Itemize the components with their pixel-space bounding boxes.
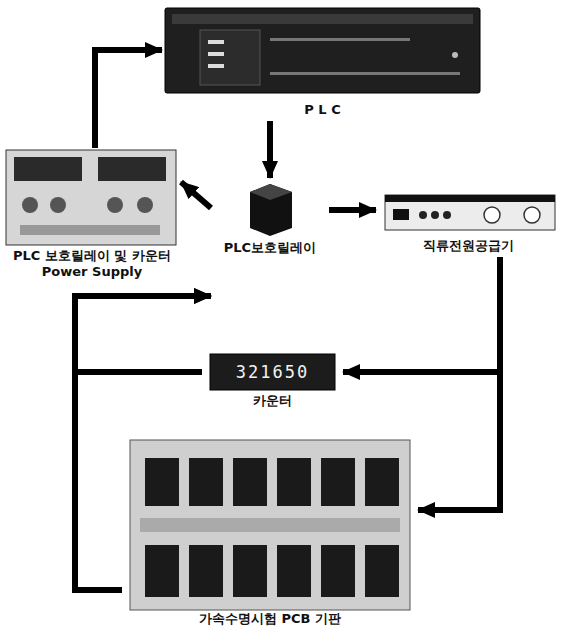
dc-supply-housing	[385, 195, 555, 230]
plc-top-strip	[172, 14, 473, 24]
signal-arrow	[418, 257, 500, 510]
pcb-relays-bottom	[145, 545, 399, 597]
pcb-relay	[189, 545, 223, 597]
plc-panel	[200, 30, 260, 85]
device-label: P L C	[162, 102, 483, 118]
plc-terminal-row	[270, 72, 460, 75]
signal-arrow	[95, 50, 162, 148]
dc-supply-dial	[524, 207, 540, 223]
pcb-relay	[145, 458, 179, 506]
pcb-substrate	[130, 440, 410, 610]
plc-indicator	[208, 64, 224, 68]
signal-arrow	[267, 121, 273, 178]
pcb-relays-top	[145, 458, 399, 506]
power-supply-knob	[137, 197, 153, 213]
counter-housing	[210, 354, 335, 390]
dc-supply-unit: 직류전원공급기	[376, 190, 560, 257]
dc-supply-dial	[484, 207, 500, 223]
plc-led	[452, 52, 458, 58]
plc-indicator	[208, 40, 224, 44]
device-label: PLC보호릴레이	[211, 240, 329, 256]
power-supply-knob	[22, 197, 38, 213]
signal-arrow	[181, 182, 211, 208]
dc-supply-knob	[431, 211, 439, 219]
plc-housing	[165, 8, 480, 93]
relay-top	[250, 184, 292, 200]
pcb-relay	[145, 545, 179, 597]
device-label: PLC 보호릴레이 및 카운터 Power Supply	[3, 248, 181, 280]
pcb-relay	[321, 458, 355, 506]
pcb-board	[130, 440, 410, 610]
power-supply-knob	[50, 197, 66, 213]
signal-arrow	[75, 296, 211, 372]
signal-arrow	[343, 257, 500, 372]
power-supply-housing	[6, 150, 176, 245]
signal-arrow	[75, 296, 211, 590]
pcb-relay	[233, 545, 267, 597]
pcb-relay	[233, 458, 267, 506]
dc-supply-device	[385, 195, 555, 230]
pcb-relay	[277, 545, 311, 597]
pcb-relay	[189, 458, 223, 506]
power-supply-display	[14, 157, 82, 181]
dc-supply-knob	[443, 211, 451, 219]
pcb-relay	[365, 458, 399, 506]
counter-digits: 321650	[216, 360, 329, 384]
relay-body	[250, 184, 292, 236]
device-label: 가속수명시험 PCB 기판	[122, 611, 418, 627]
relay-device	[250, 184, 292, 236]
pcb-trace-band	[140, 518, 400, 532]
pcb-unit: 가속수명시험 PCB 기판	[122, 435, 418, 630]
power-supply-device	[6, 150, 176, 245]
device-label: 카운터	[202, 393, 343, 409]
relay-unit: PLC보호릴레이	[211, 178, 329, 303]
power-supply-terminals	[20, 225, 160, 235]
pcb-relay	[277, 458, 311, 506]
pcb-relay	[321, 545, 355, 597]
plc-terminal-row	[270, 38, 410, 41]
pcb-relay	[365, 545, 399, 597]
device-label: 직류전원공급기	[376, 238, 560, 254]
plc-indicator	[208, 52, 224, 56]
power-supply-unit: PLC 보호릴레이 및 카운터 Power Supply	[3, 148, 181, 283]
dc-supply-top	[385, 195, 555, 202]
power-supply-knob	[107, 197, 123, 213]
plc-device	[165, 8, 480, 93]
signal-arrow	[329, 207, 376, 213]
dc-supply-knob	[419, 211, 427, 219]
plc-unit: P L C	[162, 5, 483, 121]
counter-device	[210, 354, 335, 390]
power-supply-display	[98, 157, 166, 181]
dc-supply-switch	[393, 209, 409, 220]
